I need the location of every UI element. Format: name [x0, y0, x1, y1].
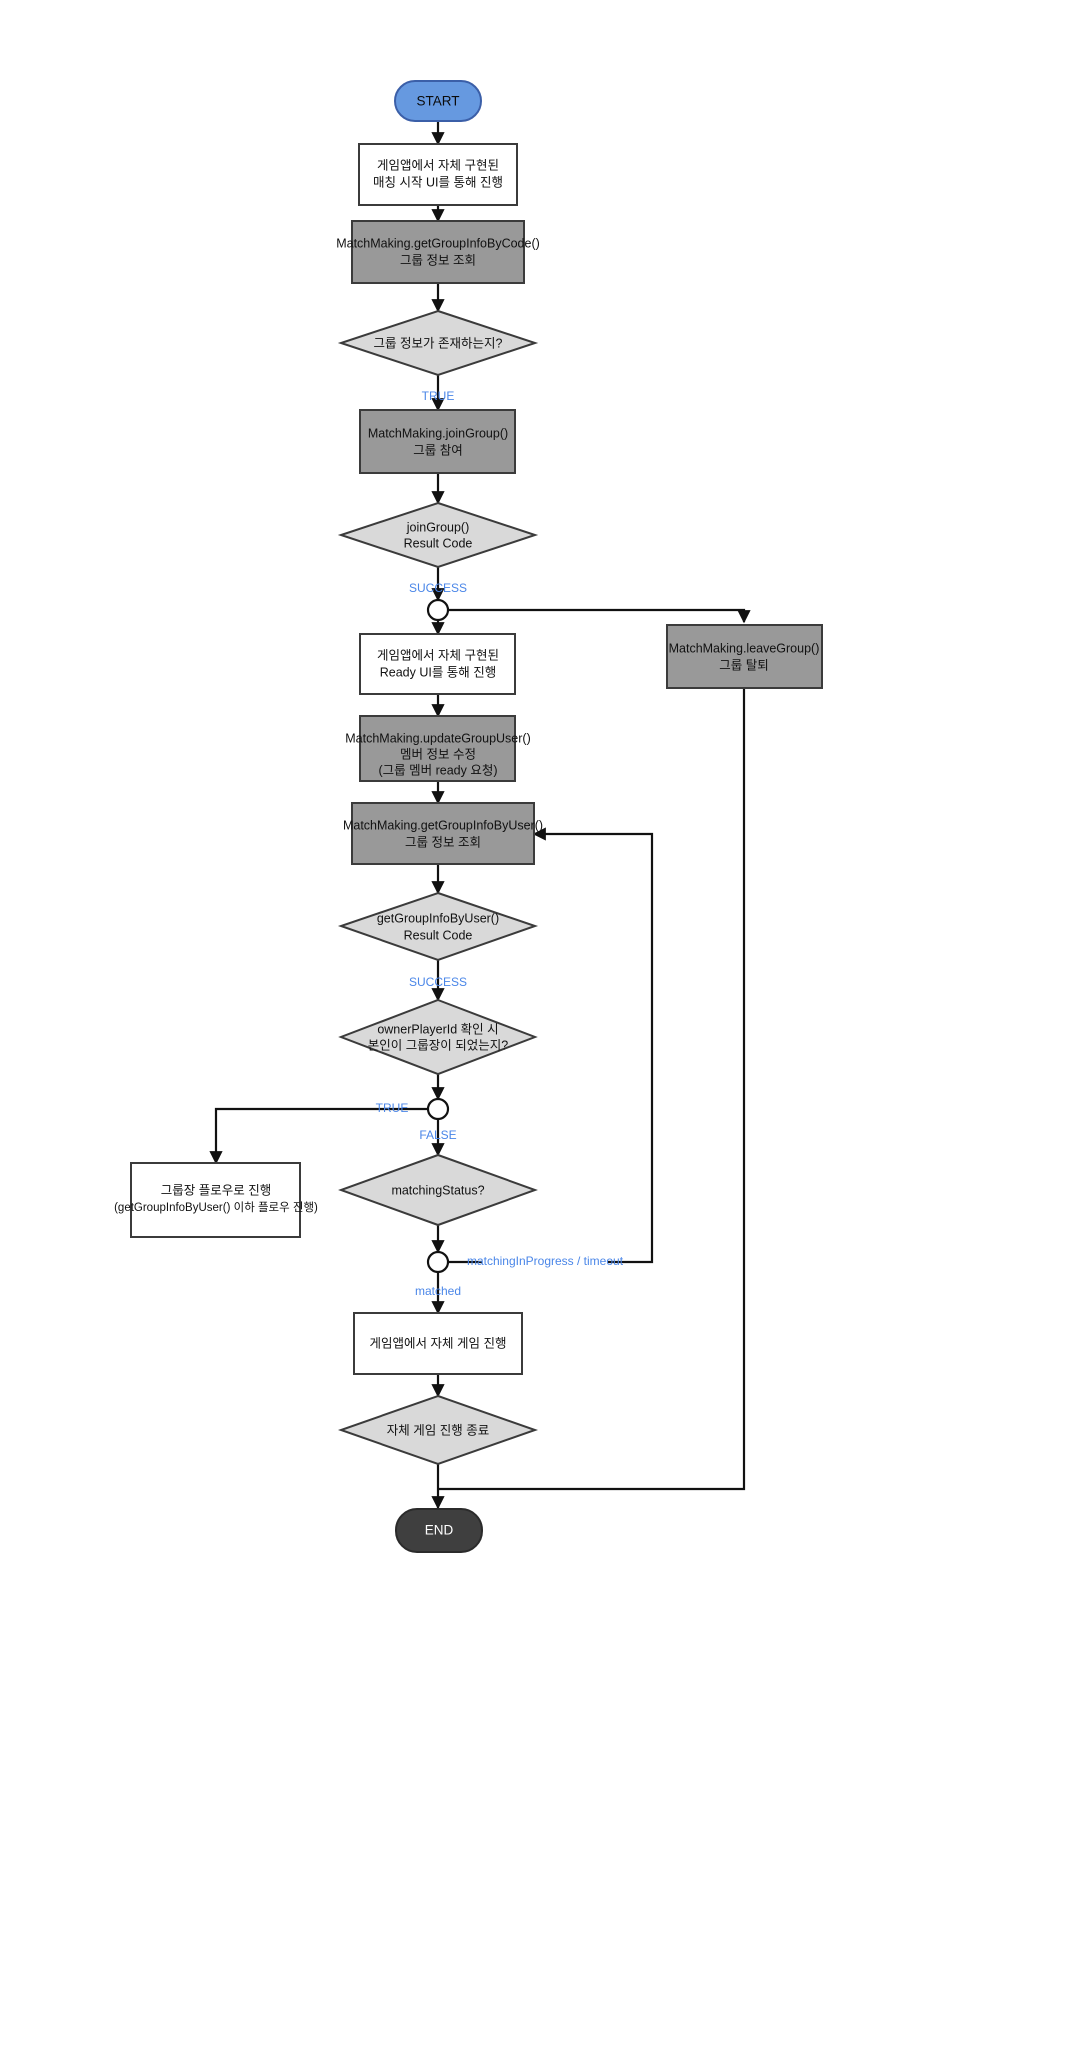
node-join-group-result-line1: joinGroup(): [406, 520, 470, 534]
node-owner-check-line1: ownerPlayerId 확인 시: [377, 1022, 498, 1036]
node-get-group-info-by-user-result[interactable]: getGroupInfoByUser() Result Code: [337, 891, 539, 962]
edge-leave-group-to-end: [438, 688, 746, 1491]
node-leave-group-line1: MatchMaking.leaveGroup(): [669, 641, 820, 655]
node-get-group-info-by-user[interactable]: MatchMaking.getGroupInfoByUser() 그룹 정보 조…: [343, 802, 543, 865]
node-owner-flow[interactable]: 그룹장 플로우로 진행 (getGroupInfoByUser() 이하 플로우…: [114, 1162, 318, 1238]
node-owner-check-line2: 본인이 그룹장이 되었는지?: [368, 1038, 508, 1052]
node-get-group-info-by-user-line1: MatchMaking.getGroupInfoByUser(): [343, 818, 543, 832]
node-get-group-info-by-user-result-line2: Result Code: [404, 928, 473, 942]
edge-label-owner-true: TRUE: [376, 1101, 409, 1115]
node-owner-flow-line2: (getGroupInfoByUser() 이하 플로우 진행): [114, 1200, 318, 1214]
edge-junction-true-to-owner-flow: [209, 1107, 428, 1165]
node-join-group[interactable]: MatchMaking.joinGroup() 그룹 참여: [359, 409, 516, 474]
node-matching-status-label: matchingStatus?: [391, 1183, 484, 1197]
node-owner-flow-line1: 그룹장 플로우로 진행: [161, 1182, 271, 1197]
node-end-label: END: [425, 1523, 454, 1538]
junction-join-group-success[interactable]: [426, 598, 450, 622]
node-update-group-user-line1: MatchMaking.updateGroupUser(): [345, 731, 531, 745]
node-get-group-info-by-user-result-line1: getGroupInfoByUser(): [377, 911, 499, 925]
node-leave-group[interactable]: MatchMaking.leaveGroup() 그룹 탈퇴: [666, 624, 823, 689]
junction-owner-check[interactable]: [426, 1097, 450, 1121]
node-ready-ui[interactable]: 게임앱에서 자체 구현된 Ready UI를 통해 진행: [359, 633, 516, 695]
node-start[interactable]: START: [394, 80, 482, 122]
node-game-end[interactable]: 자체 게임 진행 종료: [337, 1394, 539, 1466]
node-get-group-info-by-code-line1: MatchMaking.getGroupInfoByCode(): [336, 236, 540, 250]
edge-label-matching-in-progress: matchingInProgress / timeout: [467, 1254, 624, 1268]
node-get-group-info-by-code[interactable]: MatchMaking.getGroupInfoByCode() 그룹 정보 조…: [336, 220, 540, 284]
node-update-group-user-line3: (그룹 멤버 ready 요청): [378, 763, 497, 777]
node-play-game[interactable]: 게임앱에서 자체 게임 진행: [353, 1312, 523, 1375]
junction-matching-status[interactable]: [426, 1250, 450, 1274]
node-ready-ui-line2: Ready UI를 통해 진행: [380, 664, 497, 679]
edge-label-group-exists-true: TRUE: [422, 389, 455, 403]
node-join-group-line1: MatchMaking.joinGroup(): [368, 426, 508, 440]
node-join-group-result[interactable]: joinGroup() Result Code: [337, 501, 539, 569]
connector-layer: [209, 121, 751, 1510]
node-get-group-info-by-code-line2: 그룹 정보 조회: [400, 253, 476, 267]
node-start-label: START: [416, 94, 459, 109]
node-update-group-user[interactable]: MatchMaking.updateGroupUser() 멤버 정보 수정 (…: [345, 715, 531, 782]
node-group-exists[interactable]: 그룹 정보가 존재하는지?: [337, 309, 539, 377]
node-end[interactable]: END: [395, 1508, 483, 1553]
node-game-end-label: 자체 게임 진행 종료: [387, 1422, 489, 1437]
node-get-group-info-by-user-line2: 그룹 정보 조회: [405, 835, 481, 849]
edge-matching-in-progress-loop: [448, 834, 654, 1264]
node-matching-ui-line2: 매칭 시작 UI를 통해 진행: [373, 174, 503, 189]
edge-label-matched: matched: [415, 1284, 461, 1298]
edge-label-get-group-info-success: SUCCESS: [409, 975, 467, 989]
edge-label-join-group-success: SUCCESS: [409, 581, 467, 595]
node-join-group-line2: 그룹 참여: [413, 443, 462, 457]
node-update-group-user-line2: 멤버 정보 수정: [400, 747, 476, 761]
node-matching-status[interactable]: matchingStatus?: [338, 1153, 538, 1227]
node-play-game-label: 게임앱에서 자체 게임 진행: [370, 1335, 507, 1350]
node-leave-group-line2: 그룹 탈퇴: [719, 658, 768, 672]
node-matching-ui-line1: 게임앱에서 자체 구현된: [377, 158, 499, 172]
node-group-exists-label: 그룹 정보가 존재하는지?: [374, 336, 503, 350]
node-ready-ui-line1: 게임앱에서 자체 구현된: [377, 648, 499, 662]
edge-success-junction-to-leave-group: [448, 608, 751, 624]
node-join-group-result-line2: Result Code: [404, 536, 473, 550]
edge-label-owner-false: FALSE: [419, 1128, 456, 1142]
node-owner-check[interactable]: ownerPlayerId 확인 시 본인이 그룹장이 되었는지?: [338, 998, 538, 1076]
node-matching-ui[interactable]: 게임앱에서 자체 구현된 매칭 시작 UI를 통해 진행: [358, 143, 518, 206]
